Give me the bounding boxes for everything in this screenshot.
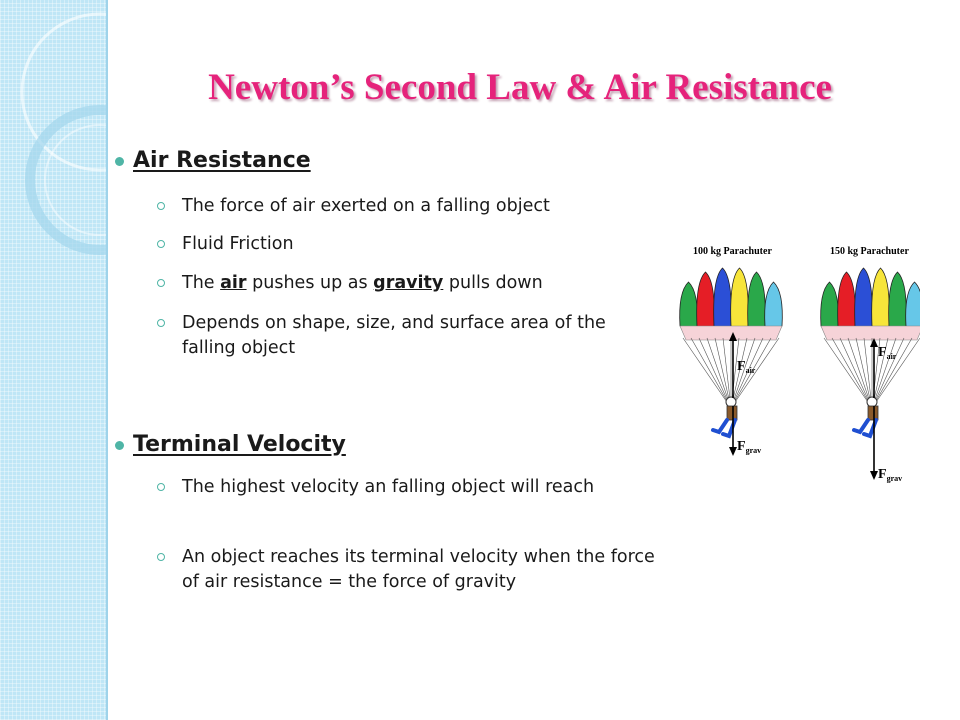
gravity-force-label: Fgrav	[737, 439, 761, 455]
bullet-ring-icon	[157, 483, 165, 491]
list-item: The force of air exerted on a falling ob…	[157, 194, 662, 219]
gravity-force-arrowhead-icon	[870, 471, 878, 480]
section-heading-terminal-velocity: Terminal Velocity	[115, 432, 346, 457]
list-item-text: An object reaches its terminal velocity …	[182, 547, 655, 592]
parachuter-label: 150 kg Parachuter	[830, 246, 909, 257]
bullet-ring-icon	[157, 553, 165, 561]
gravity-force-label: Fgrav	[878, 467, 902, 483]
emphasis-air: air	[220, 273, 247, 293]
bullet-ring-icon	[157, 279, 165, 287]
list-item-text: Depends on shape, size, and surface area…	[182, 313, 606, 358]
bullet-ring-icon	[157, 319, 165, 327]
parachute-lines	[682, 337, 780, 409]
parachute-canopy-icon	[679, 267, 783, 341]
air-force-arrowhead-icon	[870, 338, 878, 347]
list-item: An object reaches its terminal velocity …	[157, 545, 662, 595]
emphasis-gravity: gravity	[373, 273, 444, 293]
section-heading-text: Air Resistance	[133, 148, 311, 173]
list-item-text: The force of air exerted on a falling ob…	[182, 196, 550, 216]
list-item: Fluid Friction	[157, 232, 662, 257]
air-force-label: Fair	[737, 359, 756, 375]
parachute-canopy-icon	[820, 267, 924, 341]
list-item-text: Fluid Friction	[182, 234, 294, 254]
parachuter-person-icon	[852, 396, 879, 439]
list-item: The air pushes up as gravity pulls down	[157, 271, 662, 296]
list-item: The highest velocity an falling object w…	[157, 475, 662, 500]
air-force-label: Fair	[878, 345, 897, 361]
bullet-dot-icon	[115, 157, 124, 166]
air-force-arrowhead-icon	[729, 332, 737, 341]
list-item-text: The highest velocity an falling object w…	[182, 477, 595, 497]
section-heading-text: Terminal Velocity	[133, 432, 346, 457]
decorative-side-strip	[0, 0, 108, 720]
parachuter-150kg: 150 kg Parachuter Fair Fgrav	[820, 246, 924, 483]
section-heading-air-resistance: Air Resistance	[115, 148, 311, 173]
parachuter-figure: 100 kg Parachuter Fair Fgrav 150 kg Para…	[670, 238, 924, 498]
parachute-lines	[823, 337, 921, 409]
list-item: Depends on shape, size, and surface area…	[157, 311, 662, 361]
bullet-dot-icon	[115, 441, 124, 450]
bullet-ring-icon	[157, 240, 165, 248]
parachuter-label: 100 kg Parachuter	[693, 246, 772, 257]
bullet-ring-icon	[157, 202, 165, 210]
parachuter-person-icon	[711, 396, 738, 439]
parachuter-100kg: 100 kg Parachuter Fair Fgrav	[679, 246, 783, 456]
gravity-force-arrowhead-icon	[729, 447, 737, 456]
slide-title: Newton’s Second Law & Air Resistance	[208, 67, 832, 108]
decorative-circles	[20, 12, 106, 255]
